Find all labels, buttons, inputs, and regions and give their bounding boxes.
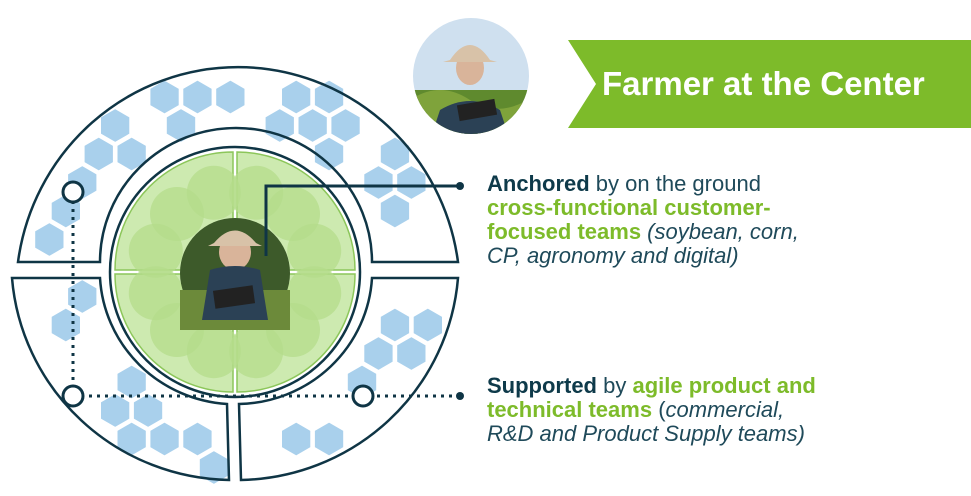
anchored-italic-2: CP, agronomy and digital)	[487, 243, 739, 268]
inner-circle	[128, 266, 183, 321]
supported-green-1: agile product and	[632, 373, 816, 398]
connector-end-dot	[456, 392, 464, 400]
connector-lines	[71, 184, 458, 398]
hexagon-shape	[411, 306, 444, 344]
anchored-green-1: cross-functional customer-	[487, 195, 771, 220]
connector-nodes	[61, 180, 375, 408]
supported-green-2: technical teams	[487, 397, 653, 422]
anchored-connector	[264, 184, 458, 256]
hexagon-shape	[395, 163, 428, 202]
ring-segment-bottom-left	[10, 276, 231, 482]
hexagon-shape	[181, 420, 214, 458]
anchored-line-3: focused teams (soybean, corn,	[487, 220, 967, 244]
hexagon-shape	[362, 163, 395, 202]
outer-ring-segments	[10, 65, 460, 482]
inner-circle	[287, 223, 342, 278]
hexagon-shape	[329, 106, 362, 145]
hexagon-shape	[214, 78, 247, 116]
hexagon-shape	[99, 391, 132, 430]
hexagon-shape	[378, 135, 412, 173]
hexagon-shape	[395, 334, 428, 373]
hexagon-shape	[164, 106, 198, 145]
hexagon-shape	[131, 391, 165, 430]
anchored-text-1: by on the ground	[589, 171, 761, 196]
ring-segment-top	[16, 65, 460, 264]
supported-line-3: R&D and Product Supply teams)	[487, 422, 967, 446]
connector-node-icon	[61, 180, 85, 204]
hexagon-shape	[115, 363, 148, 401]
connector-end-dot	[456, 182, 464, 190]
hexagon-pattern	[33, 78, 444, 487]
supported-italic-1: commercial,	[665, 397, 785, 422]
inner-circle	[186, 165, 241, 220]
hexagon-shape	[263, 106, 296, 145]
hexagon-shape	[362, 334, 395, 373]
hexagon-shape	[280, 420, 313, 458]
anchored-line-2: cross-functional customer-	[487, 196, 967, 220]
anchored-line-1: Anchored by on the ground	[487, 172, 967, 196]
connector-node-icon	[351, 384, 375, 408]
hexagon-shape	[378, 192, 412, 230]
hexagon-shape	[115, 135, 148, 173]
banner-title: Farmer at the Center	[602, 65, 925, 102]
anchored-italic-1: (soybean, corn,	[641, 219, 799, 244]
hexagon-shape	[82, 135, 115, 173]
hexagon-shape	[181, 78, 214, 116]
connector-node-icon	[61, 384, 85, 408]
supported-italic-2: R&D and Product Supply teams)	[487, 421, 805, 446]
banner-arrow-shape	[568, 40, 971, 128]
farmer-photo-top	[413, 18, 529, 134]
supported-text-2: (	[652, 397, 666, 422]
anchored-lead: Anchored	[487, 171, 590, 196]
ring-segment-bottom-right	[237, 276, 460, 482]
supported-text-1: by	[597, 373, 633, 398]
hexagon-shape	[312, 135, 346, 173]
supported-line-2: technical teams (commercial,	[487, 398, 967, 422]
hexagon-shape	[49, 306, 82, 344]
supported-line-1: Supported by agile product and	[487, 374, 967, 398]
hexagon-shape	[296, 106, 329, 145]
inner-circle	[229, 324, 284, 379]
hexagon-shape	[33, 220, 66, 259]
hexagon-shape	[312, 78, 346, 116]
anchored-green-2: focused teams	[487, 219, 642, 244]
hexagon-shape	[280, 78, 313, 116]
anchored-callout: Anchored by on the ground cross-function…	[487, 172, 967, 268]
supported-callout: Supported by agile product and technical…	[487, 374, 967, 446]
supported-lead: Supported	[487, 373, 597, 398]
hexagon-shape	[378, 306, 412, 344]
hexagon-shape	[148, 78, 181, 116]
hexagon-shape	[312, 420, 346, 458]
farmer-at-center-banner: Farmer at the Center	[568, 40, 971, 128]
farmer-photo-center	[180, 218, 290, 330]
hexagon-shape	[148, 420, 181, 458]
anchored-line-4: CP, agronomy and digital)	[487, 244, 967, 268]
hexagon-shape	[66, 277, 99, 316]
